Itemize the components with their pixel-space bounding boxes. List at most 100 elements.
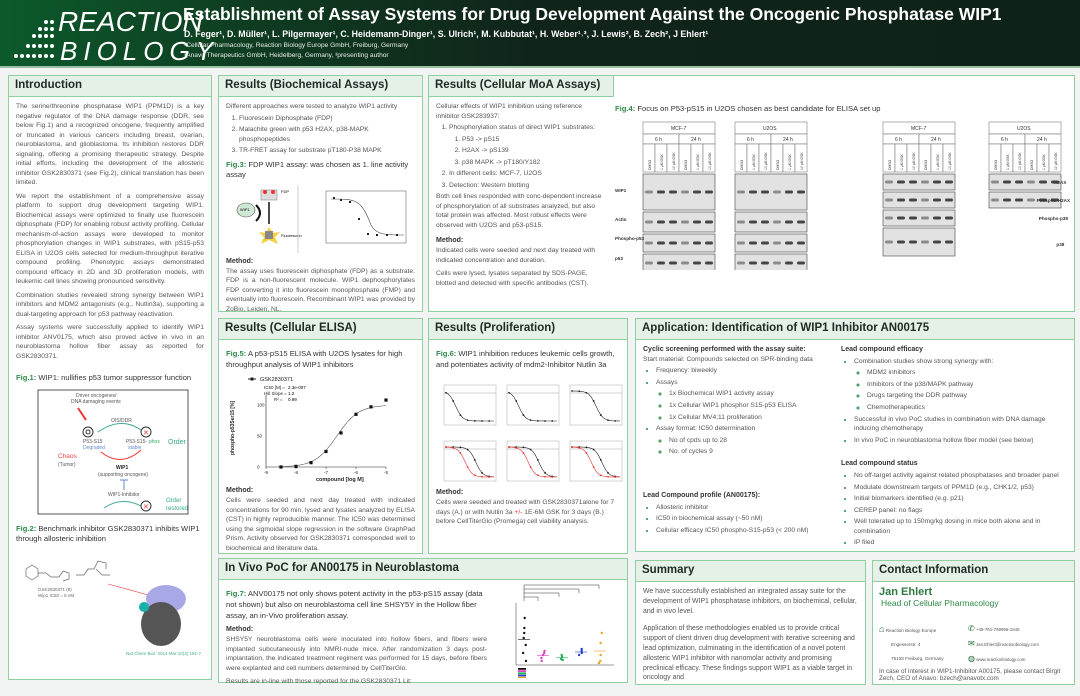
list-item: H2AX -> pS139 — [462, 146, 607, 156]
protein-band — [933, 199, 941, 202]
lane-label: 10 µM GSK — [764, 152, 768, 170]
blot-row-label: p38 — [1056, 242, 1064, 247]
fig7-caption: Fig.7: ANV00175 not only shows potent ac… — [226, 589, 487, 621]
list-item: p38 MAPK -> pT180/Y182 — [462, 158, 607, 168]
protein-band — [797, 242, 805, 245]
svg-text:(supporting oncogene): (supporting oncogene) — [98, 472, 148, 478]
protein-band — [785, 221, 793, 224]
data-point — [540, 660, 542, 662]
protein-band — [933, 217, 941, 220]
data-point — [523, 627, 525, 629]
lane-label: DMSO — [994, 159, 998, 170]
protein-band — [1027, 181, 1035, 184]
lane-label: DMSO — [740, 159, 744, 170]
blot-row-label: Actin — [615, 217, 627, 222]
list-item: Modulate downstream targets of PPM1D (e.… — [854, 483, 1066, 493]
plot-frame — [507, 385, 559, 425]
protein-band — [1003, 199, 1011, 202]
blot-strip — [883, 192, 955, 208]
cellular-moa-panel: Results (Cellular MoA Assays) Cellular e… — [428, 75, 1075, 312]
summary-paragraph: Application of these methodologies enabl… — [643, 624, 858, 683]
svg-text:R² =: R² = — [274, 397, 283, 402]
blot-strip — [643, 212, 715, 232]
protein-band — [669, 221, 677, 224]
contact-phone[interactable]: +49-761-769996-1645 — [976, 627, 1020, 632]
protein-band — [705, 221, 713, 224]
lane-label: 1 µM GSK — [752, 154, 756, 170]
list-item: CEREP panel: no flags — [854, 506, 1066, 516]
data-point — [525, 660, 527, 662]
protein-band — [991, 181, 999, 184]
fig6-caption: Fig.6: WIP1 inhibition reduces leukemic … — [436, 349, 620, 371]
protein-band — [897, 241, 905, 244]
protein-band — [749, 221, 757, 224]
svg-text:✕: ✕ — [143, 430, 149, 437]
protein-band — [669, 262, 677, 265]
fig5-caption: Fig.5: A p53-pS15 ELISA with U2OS lysate… — [226, 349, 415, 371]
protein-band — [693, 242, 701, 245]
home-icon: ⌂ — [879, 624, 884, 634]
protein-band — [1015, 199, 1023, 202]
protein-band — [797, 262, 805, 265]
proliferation-method: Cells were seeded and treated with GSK28… — [436, 498, 620, 527]
data-point — [598, 662, 600, 664]
data-point — [601, 632, 603, 634]
affiliation-1: ¹Cellular Pharmacology, Reaction Biology… — [184, 42, 408, 49]
list-item: No off-target activity against related p… — [854, 471, 1066, 481]
protein-band — [1027, 199, 1035, 202]
legend-swatch — [518, 668, 526, 670]
blot-strip — [883, 210, 955, 226]
protein-band — [945, 199, 953, 202]
protein-band — [921, 181, 929, 184]
lead-profile-title: Lead Compound profile (AN00175): — [643, 491, 833, 501]
list-item: Inhibitors of the p38/MAPK pathway — [867, 380, 1066, 390]
svg-text:phos: phos — [149, 439, 160, 445]
svg-text:restored: restored — [166, 506, 188, 512]
protein-band — [669, 191, 677, 194]
protein-band — [681, 242, 689, 245]
biochem-method: The assay uses fluorescein diphosphate (… — [226, 267, 415, 315]
protein-band — [761, 221, 769, 224]
x-tick-label: -5 — [384, 470, 388, 475]
lane-label: 10 µM GSK — [708, 152, 712, 170]
protein-band — [761, 191, 769, 194]
elisa-method-title: Method: — [226, 486, 415, 496]
protein-band — [921, 241, 929, 244]
screening-title: Cyclic screening performed with the assa… — [643, 345, 833, 355]
y-tick-label: 50 — [257, 433, 263, 438]
in-vivo-panel: In Vivo PoC for AN00175 in Neuroblastoma… — [218, 558, 628, 683]
data-point — [384, 398, 387, 401]
x-tick-label: -8 — [294, 470, 298, 475]
data-point — [339, 431, 342, 434]
contact-title: Contact Information — [873, 561, 1074, 582]
data-point — [523, 632, 525, 634]
list-item: In different cells: MCF-7, U2OS — [449, 169, 607, 179]
intro-paragraph: Assay systems were successfully applied … — [16, 323, 204, 361]
contact-email[interactable]: Jan.Ehlert@reactionbiology.com — [976, 642, 1039, 647]
biochem-lead: Different approaches were tested to anal… — [226, 102, 415, 112]
protein-band — [785, 191, 793, 194]
in-vivo-title: In Vivo PoC for AN00175 in Neuroblastoma — [219, 559, 627, 580]
list-item: 1x Cellular WIP1 phosphor S15-p53 ELISA — [669, 401, 833, 411]
protein-band — [669, 242, 677, 245]
moa-result: Both cell lines responded with conc-depe… — [436, 192, 607, 230]
blot-strip — [735, 234, 807, 252]
blot-strip — [735, 254, 807, 270]
blot-row-label: H2AX — [1054, 180, 1067, 185]
data-point — [369, 405, 372, 408]
list-item: Cellular efficacy IC50 phospho-S15-p53 (… — [656, 526, 833, 536]
time-label: 24 h — [931, 137, 941, 143]
logo-dots-icon — [10, 16, 56, 62]
protein-band — [945, 241, 953, 244]
moa-lead: Cellular effects of WIP1 inhibition usin… — [436, 102, 607, 121]
protein-band — [681, 221, 689, 224]
protein-band — [749, 262, 757, 265]
contact-panel: Contact Information Jan Ehlert Head of C… — [872, 560, 1075, 685]
biochem-method-title: Method: — [226, 257, 415, 267]
list-item: Drugs targeting the DDR pathway — [867, 391, 1066, 401]
contact-website[interactable]: www.reactionbiology.com — [976, 657, 1025, 662]
legend-swatch — [518, 677, 526, 678]
significance-bracket — [524, 585, 599, 589]
time-label: 6 h — [1001, 137, 1008, 143]
protein-band — [921, 217, 929, 220]
